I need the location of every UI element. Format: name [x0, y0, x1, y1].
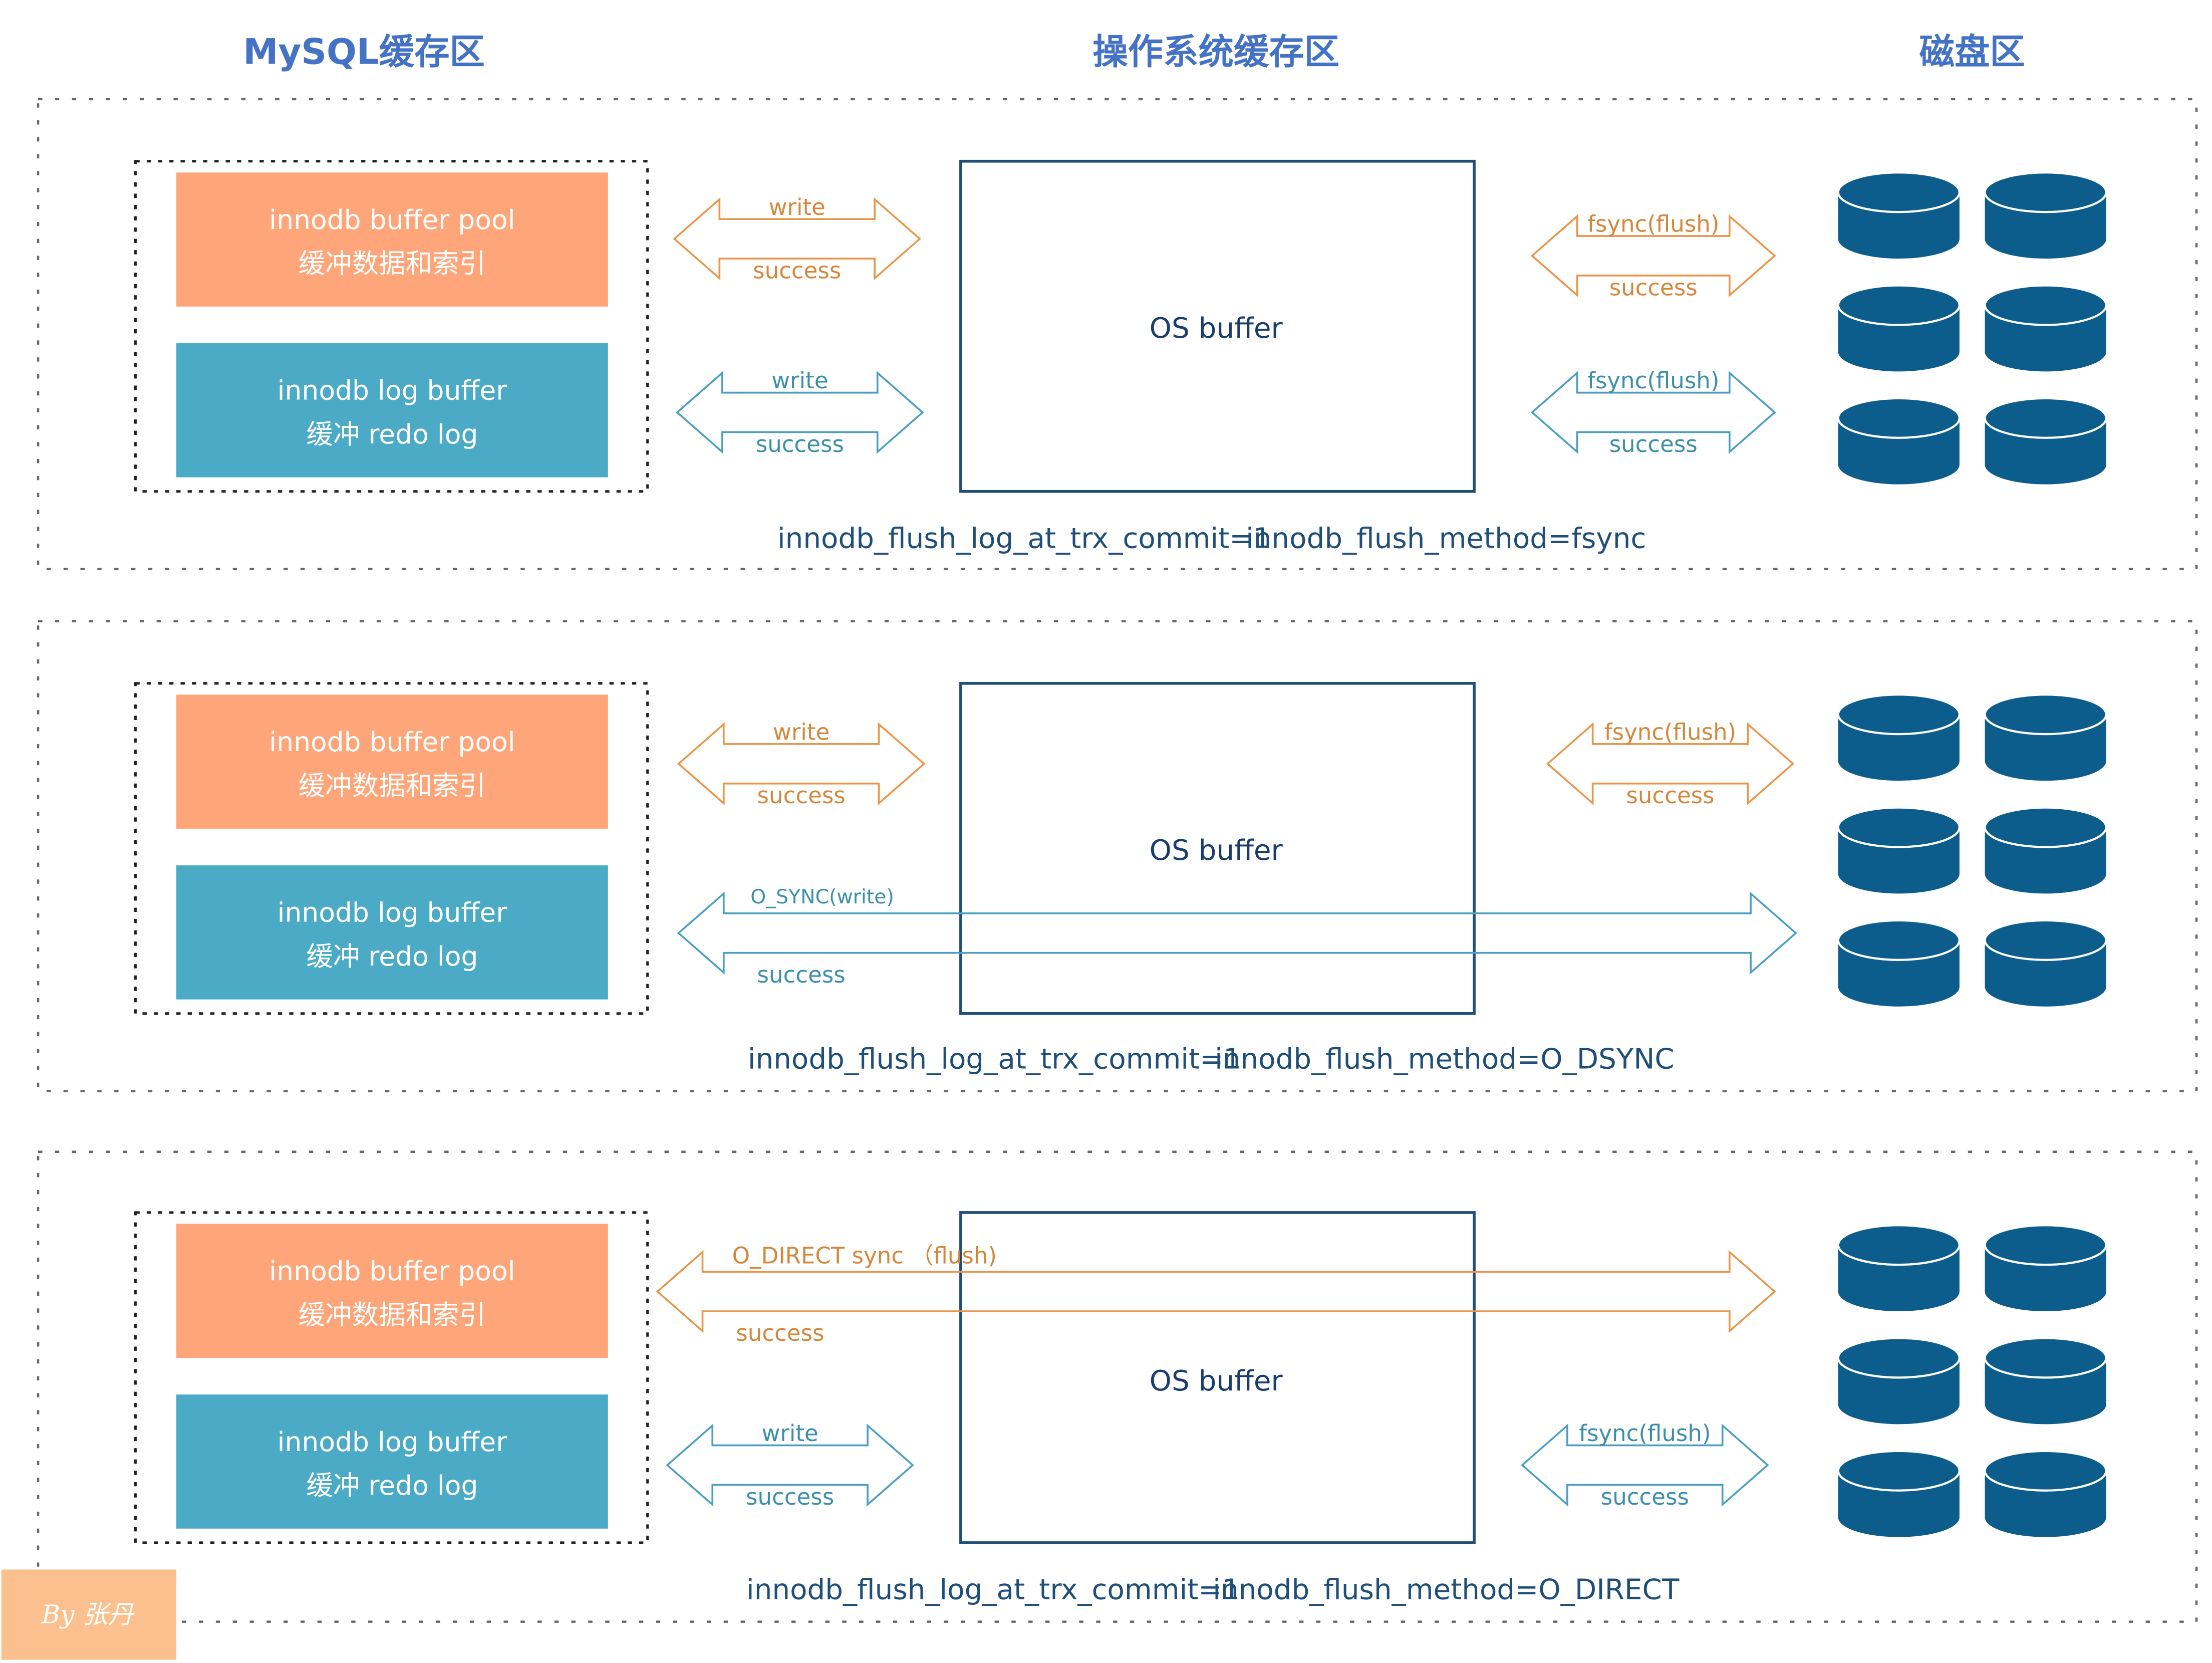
disk-icon — [1837, 284, 1961, 372]
config-commit-label: innodb_flush_log_at_trx_commit=1 — [748, 1043, 1241, 1076]
disk-icon — [1837, 1224, 1961, 1312]
mysql-cache-frame — [134, 160, 649, 493]
header-disk: 磁盘区 — [1919, 31, 2025, 72]
disk-icon — [1984, 1224, 2107, 1312]
o-direct-arrow — [656, 1250, 1776, 1333]
arrow-bottom-label: success — [753, 257, 841, 284]
row-1: innodb buffer pool 缓冲数据和索引 innodb log bu… — [37, 98, 2198, 570]
buffer-pool-box — [176, 172, 608, 307]
arrow-bottom-label: success — [1626, 782, 1714, 809]
arrow-top-label: O_DIRECT sync （flush) — [732, 1242, 997, 1269]
arrow-top-label: fsync(flush) — [1587, 211, 1719, 237]
row-3-frame — [37, 1150, 2198, 1623]
os-buffer-label: OS buffer — [1150, 1365, 1283, 1397]
disk-icon — [1984, 1450, 2107, 1537]
disk-icon — [1984, 171, 2107, 259]
write-arrow — [673, 197, 922, 281]
write-arrow — [666, 1423, 914, 1507]
disk-icon — [1837, 919, 1961, 1007]
log-buffer-label: innodb log buffer — [278, 375, 507, 406]
arrow-top-label: write — [769, 194, 825, 220]
fsync-arrow — [1546, 722, 1795, 806]
disk-icon — [1984, 806, 2107, 894]
mysql-cache-frame — [134, 682, 649, 1015]
header-os: 操作系统缓存区 — [1092, 31, 1339, 72]
write-arrow — [677, 722, 926, 806]
fsync-arrow — [1530, 371, 1776, 454]
os-buffer-label: OS buffer — [1150, 834, 1283, 867]
arrow-bottom-label: success — [746, 1484, 834, 1510]
log-buffer-box — [176, 343, 608, 478]
header-mysql: MySQL缓存区 — [243, 31, 484, 72]
arrow-top-label: write — [771, 367, 828, 394]
log-buffer-sublabel: 缓冲 redo log — [306, 1470, 478, 1501]
disk-stacks — [1837, 171, 2107, 1537]
fsync-arrow — [1521, 1423, 1769, 1507]
config-commit-label: innodb_flush_log_at_trx_commit=1 — [746, 1574, 1240, 1606]
arrow-bottom-label: success — [757, 782, 846, 809]
row-2-frame — [37, 620, 2198, 1092]
row-2: innodb buffer pool 缓冲数据和索引 innodb log bu… — [37, 620, 2198, 1092]
arrow-top-label: write — [762, 1420, 818, 1447]
disk-icon — [1837, 693, 1961, 781]
log-buffer-box — [176, 1394, 608, 1529]
os-buffer-box — [959, 159, 1476, 493]
arrow-top-label: write — [773, 719, 829, 745]
log-buffer-sublabel: 缓冲 redo log — [306, 940, 478, 972]
buffer-pool-sublabel: 缓冲数据和索引 — [299, 770, 486, 801]
log-buffer-label: innodb log buffer — [278, 1426, 507, 1458]
buffer-pool-box — [176, 1224, 608, 1358]
disk-icon — [1837, 397, 1961, 485]
os-buffer-box — [959, 1211, 1476, 1544]
disk-icon — [1984, 919, 2107, 1007]
disk-icon — [1837, 1450, 1961, 1537]
arrow-top-label: O_SYNC(write) — [750, 885, 894, 908]
watermark-label: By 张丹 — [41, 1599, 135, 1629]
log-buffer-label: innodb log buffer — [278, 897, 507, 928]
disk-icon — [1984, 397, 2107, 485]
disk-icon — [1837, 806, 1961, 894]
arrow-top-label: fsync(flush) — [1604, 719, 1736, 745]
disk-icon — [1837, 171, 1961, 259]
config-method-label: innodb_flush_method=O_DSYNC — [1215, 1043, 1675, 1076]
disk-icon — [1984, 284, 2107, 372]
config-commit-label: innodb_flush_log_at_trx_commit=1 — [777, 522, 1271, 555]
log-buffer-box — [176, 865, 608, 1000]
o-sync-arrow — [677, 891, 1797, 975]
watermark-badge — [1, 1569, 177, 1660]
row-1-frame — [37, 98, 2198, 570]
arrow-bottom-label: success — [1601, 1484, 1689, 1510]
config-method-label: innodb_flush_method=fsync — [1246, 522, 1646, 555]
arrow-bottom-label: success — [756, 431, 844, 457]
config-method-label: innodb_flush_method=O_DIRECT — [1213, 1574, 1680, 1606]
buffer-pool-label: innodb buffer pool — [269, 726, 515, 758]
write-arrow — [676, 371, 924, 454]
buffer-pool-sublabel: 缓冲数据和索引 — [299, 1299, 486, 1330]
log-buffer-sublabel: 缓冲 redo log — [306, 418, 478, 450]
arrow-top-label: fsync(flush) — [1579, 1420, 1711, 1447]
buffer-pool-label: innodb buffer pool — [269, 1255, 515, 1287]
row-3: innodb buffer pool 缓冲数据和索引 innodb log bu… — [37, 1150, 2198, 1623]
mysql-cache-frame — [134, 1211, 649, 1544]
arrow-bottom-label: success — [736, 1320, 824, 1346]
buffer-pool-label: innodb buffer pool — [269, 204, 515, 235]
arrow-bottom-label: success — [1609, 431, 1698, 457]
buffer-pool-sublabel: 缓冲数据和索引 — [299, 248, 486, 279]
fsync-arrow — [1530, 214, 1776, 298]
buffer-pool-box — [176, 694, 608, 829]
arrow-top-label: fsync(flush) — [1587, 367, 1719, 394]
arrow-bottom-label: success — [757, 962, 846, 988]
disk-icon — [1984, 693, 2107, 781]
os-buffer-box — [959, 681, 1476, 1015]
disk-icon — [1837, 1337, 1961, 1424]
arrow-bottom-label: success — [1609, 274, 1698, 301]
disk-icon — [1984, 1337, 2107, 1424]
os-buffer-label: OS buffer — [1150, 312, 1283, 345]
